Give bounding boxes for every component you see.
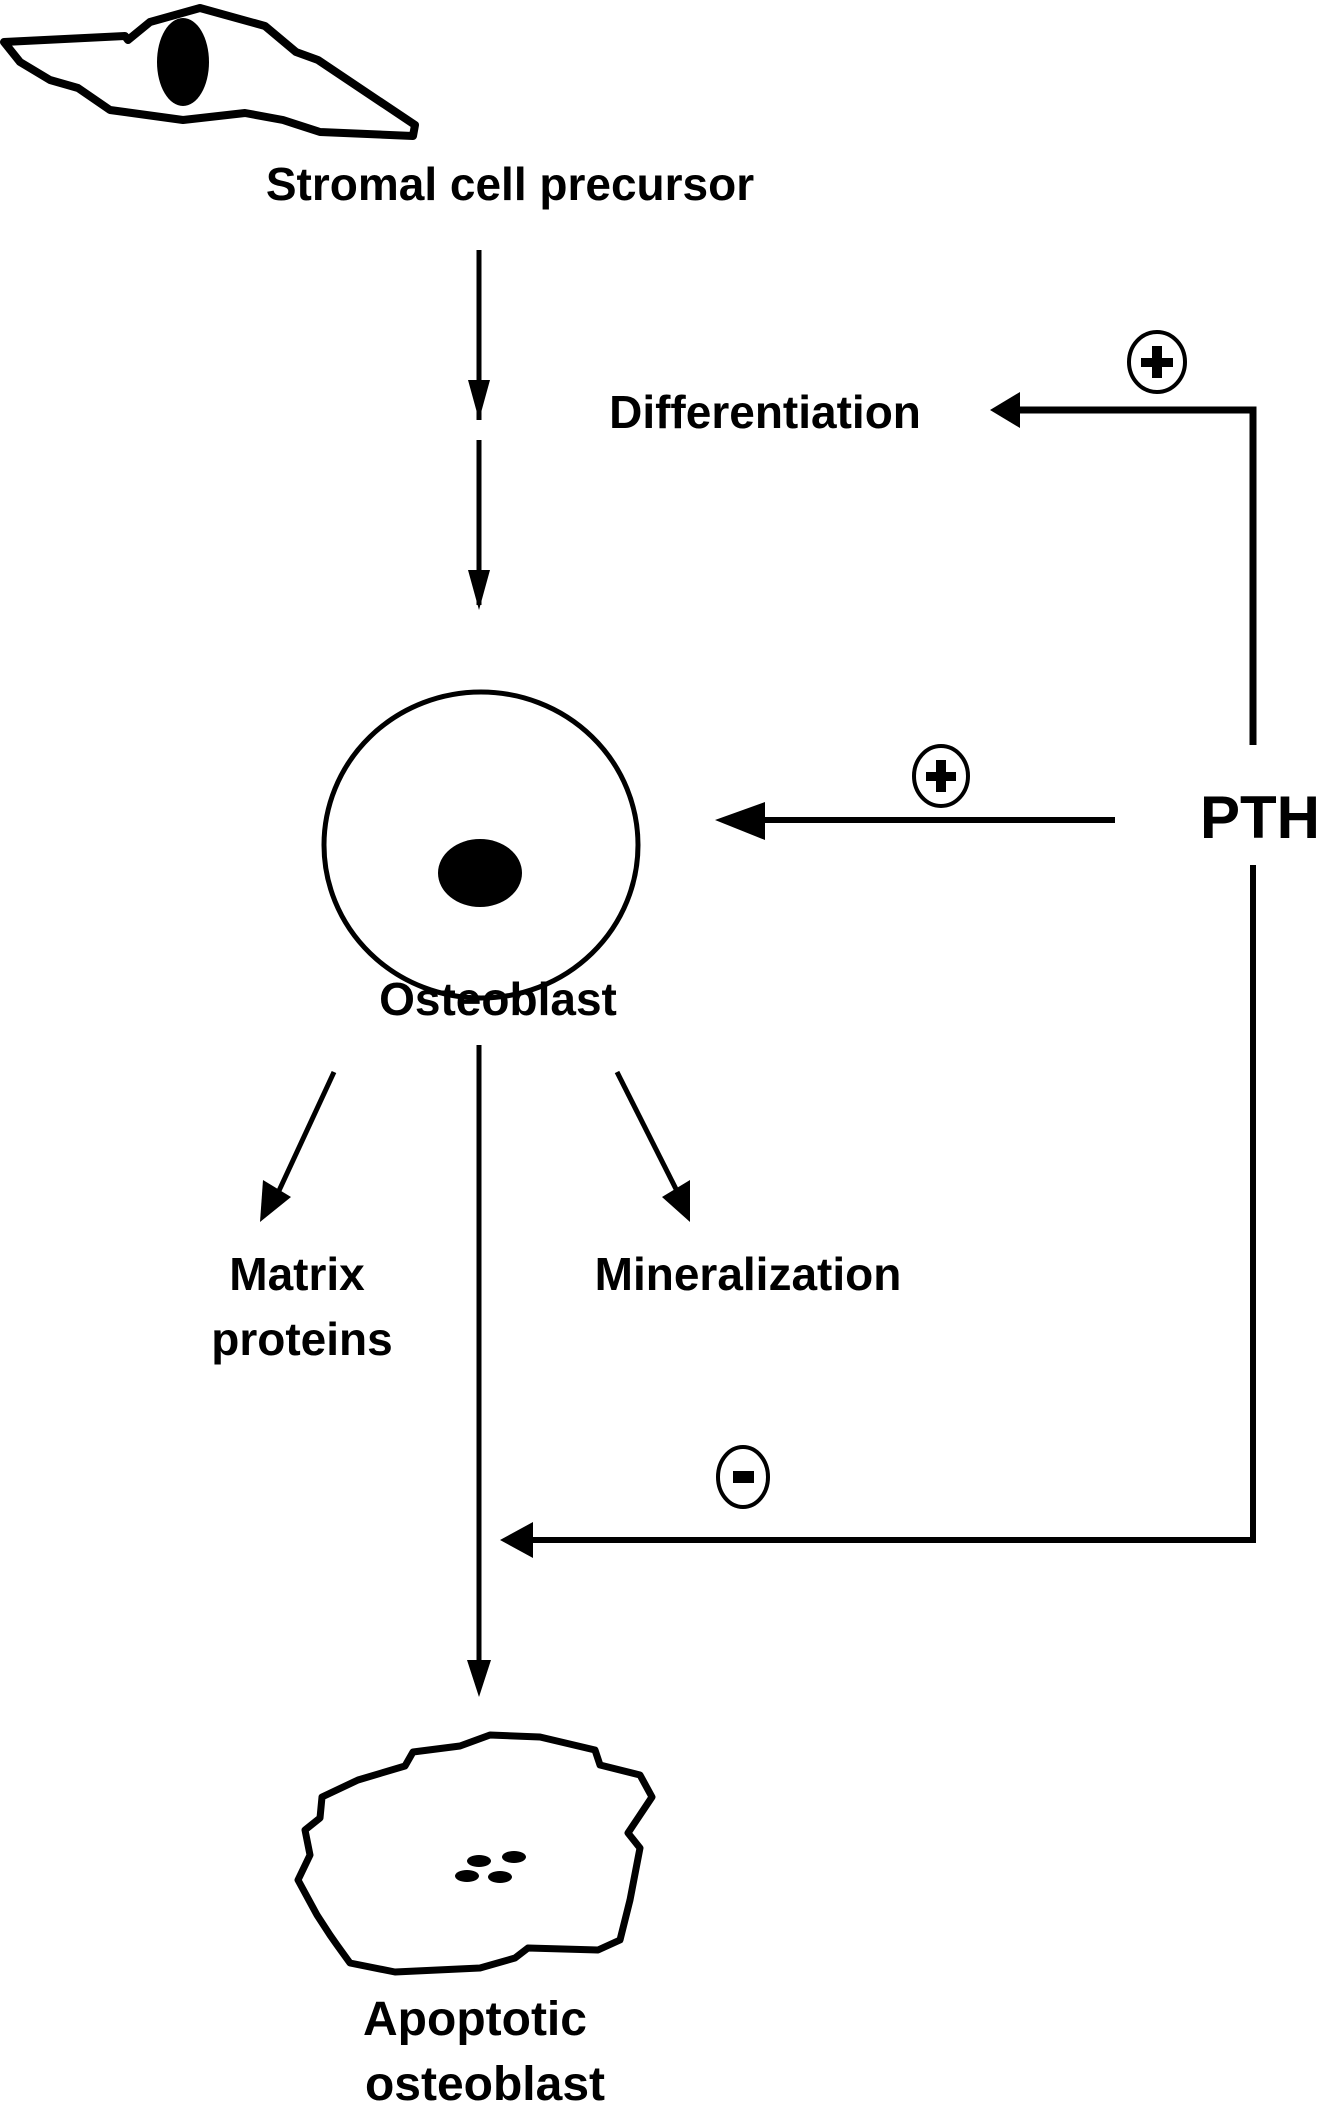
osteoblast-nucleus-icon [438,839,522,907]
osteoblast-label: Osteoblast [379,973,617,1025]
arrowhead-icon [468,570,490,610]
arrow-osteoblast-to-mineralization [614,1070,682,1197]
arrowhead-icon [662,1180,690,1222]
matrix-proteins-label-line1: Matrix [229,1248,365,1300]
stromal-nucleus-icon [157,18,209,106]
arrowhead-icon [500,1522,533,1558]
stromal-cell-label: Stromal cell precursor [266,158,754,210]
arrow-osteoblast-to-matrix [274,1070,337,1197]
differentiation-label: Differentiation [609,386,921,438]
arrowhead-icon [715,802,765,840]
apoptotic-label-line2: osteoblast [365,2058,605,2109]
minus-sign-icon [716,1445,770,1509]
plus-sign-icon [1127,330,1187,394]
stromal-cell-icon [0,4,419,140]
arrowhead-icon [467,1660,491,1697]
apoptotic-cell-icon [294,1731,656,1976]
plus-sign-icon [912,744,970,808]
arrow-pth-to-differentiation [1015,406,1257,745]
pth-label: PTH [1200,784,1320,851]
osteoblast-cell-icon [321,689,641,1001]
apoptotic-label-line1: Apoptotic [363,1993,587,2046]
matrix-proteins-label-line2: proteins [211,1313,392,1365]
arrow-pth-inhibits-apoptosis [530,865,1256,1543]
mineralization-label: Mineralization [595,1248,902,1300]
arrowhead-icon [260,1180,291,1222]
arrowhead-icon [990,392,1020,428]
arrowhead-icon [468,380,490,420]
